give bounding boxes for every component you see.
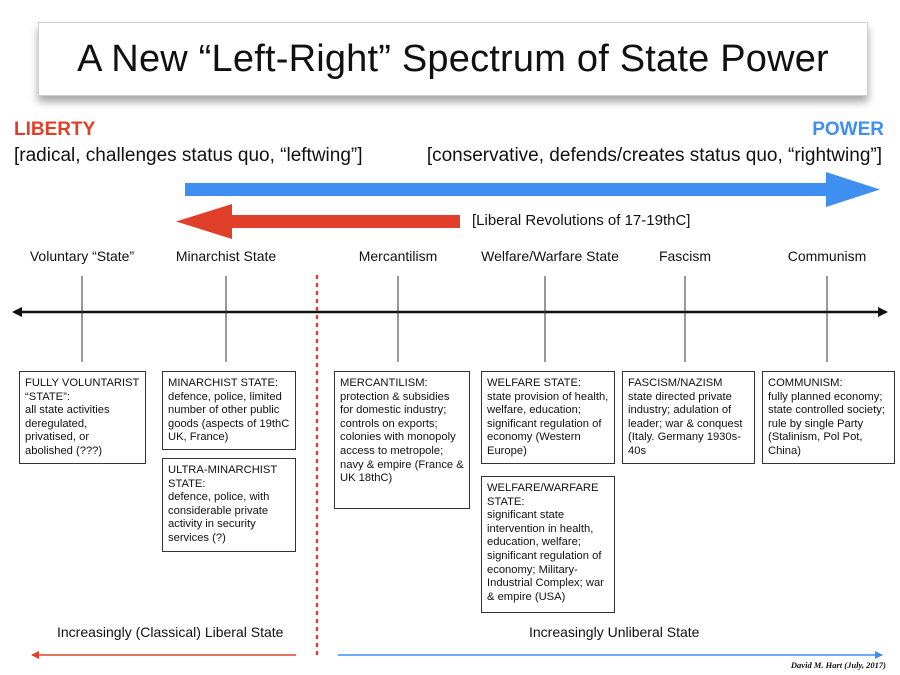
liberal-revolutions-label: [Liberal Revolutions of 17-19thC] (472, 212, 691, 229)
category-communism: Communism (787, 248, 867, 264)
box-body: all state activities deregulated, privat… (25, 404, 110, 457)
box-body: significant state intervention in health… (487, 509, 604, 603)
category-welfare-warfare-state: Welfare/Warfare State (481, 248, 619, 264)
box-heading: MERCANTILISM: (340, 377, 428, 389)
title-box: A New “Left-Right” Spectrum of State Pow… (38, 22, 868, 96)
page-title: A New “Left-Right” Spectrum of State Pow… (77, 37, 829, 80)
box-body: fully planned economy; state controlled … (768, 390, 885, 457)
box-heading: WELFARE/WARFARE STATE: (487, 482, 599, 508)
box-body: state directed private industry; adulati… (628, 390, 743, 457)
box-body: state provision of health, welfare, educ… (487, 390, 609, 457)
box-ultra-minarchist: ULTRA-MINARCHIST STATE: defence, police,… (162, 458, 296, 552)
power-label: POWER (812, 119, 884, 140)
author-credit: David M. Hart (July, 2017) (790, 660, 886, 670)
box-heading: FASCISM/NAZISM (628, 377, 723, 389)
category-fascism: Fascism (658, 248, 712, 264)
liberal-state-label: Increasingly (Classical) Liberal State (57, 624, 284, 640)
axis-ticks (81, 276, 828, 362)
liberal-revolutions-arrow (176, 204, 460, 239)
power-description: [conservative, defends/creates status qu… (426, 145, 882, 166)
box-fascism-nazism: FASCISM/NAZISM state directed private in… (622, 371, 755, 464)
power-arrow (185, 172, 880, 207)
liberty-label: LIBERTY (14, 119, 96, 140)
liberty-description: [radical, challenges status quo, “leftwi… (14, 145, 363, 166)
box-heading: WELFARE STATE: (487, 377, 582, 389)
box-body: protection & subsidies for domestic indu… (340, 390, 464, 485)
box-body: defence, police, with considerable priva… (168, 491, 270, 544)
category-minarchist-state: Minarchist State (175, 248, 277, 264)
box-heading: FULLY VOLUNTARIST “STATE”: (25, 377, 140, 403)
box-body: defence, police, limited number of other… (168, 390, 290, 444)
box-welfare-state: WELFARE STATE: state provision of health… (481, 371, 615, 464)
box-minarchist: MINARCHIST STATE: defence, police, limit… (162, 371, 296, 450)
box-welfare-warfare-state: WELFARE/WARFARE STATE: significant state… (481, 476, 615, 613)
unliberal-state-label: Increasingly Unliberal State (529, 624, 700, 640)
category-voluntary-state: Voluntary “State” (29, 248, 135, 264)
category-mercantilism: Mercantilism (358, 248, 438, 264)
box-heading: ULTRA-MINARCHIST STATE: (168, 464, 277, 490)
box-fully-voluntarist: FULLY VOLUNTARIST “STATE”: all state act… (19, 371, 146, 464)
box-heading: COMMUNISM: (768, 377, 843, 389)
box-mercantilism: MERCANTILISM: protection & subsidies for… (334, 371, 470, 509)
box-heading: MINARCHIST STATE: (168, 377, 279, 389)
box-communism: COMMUNISM: fully planned economy; state … (762, 371, 895, 464)
